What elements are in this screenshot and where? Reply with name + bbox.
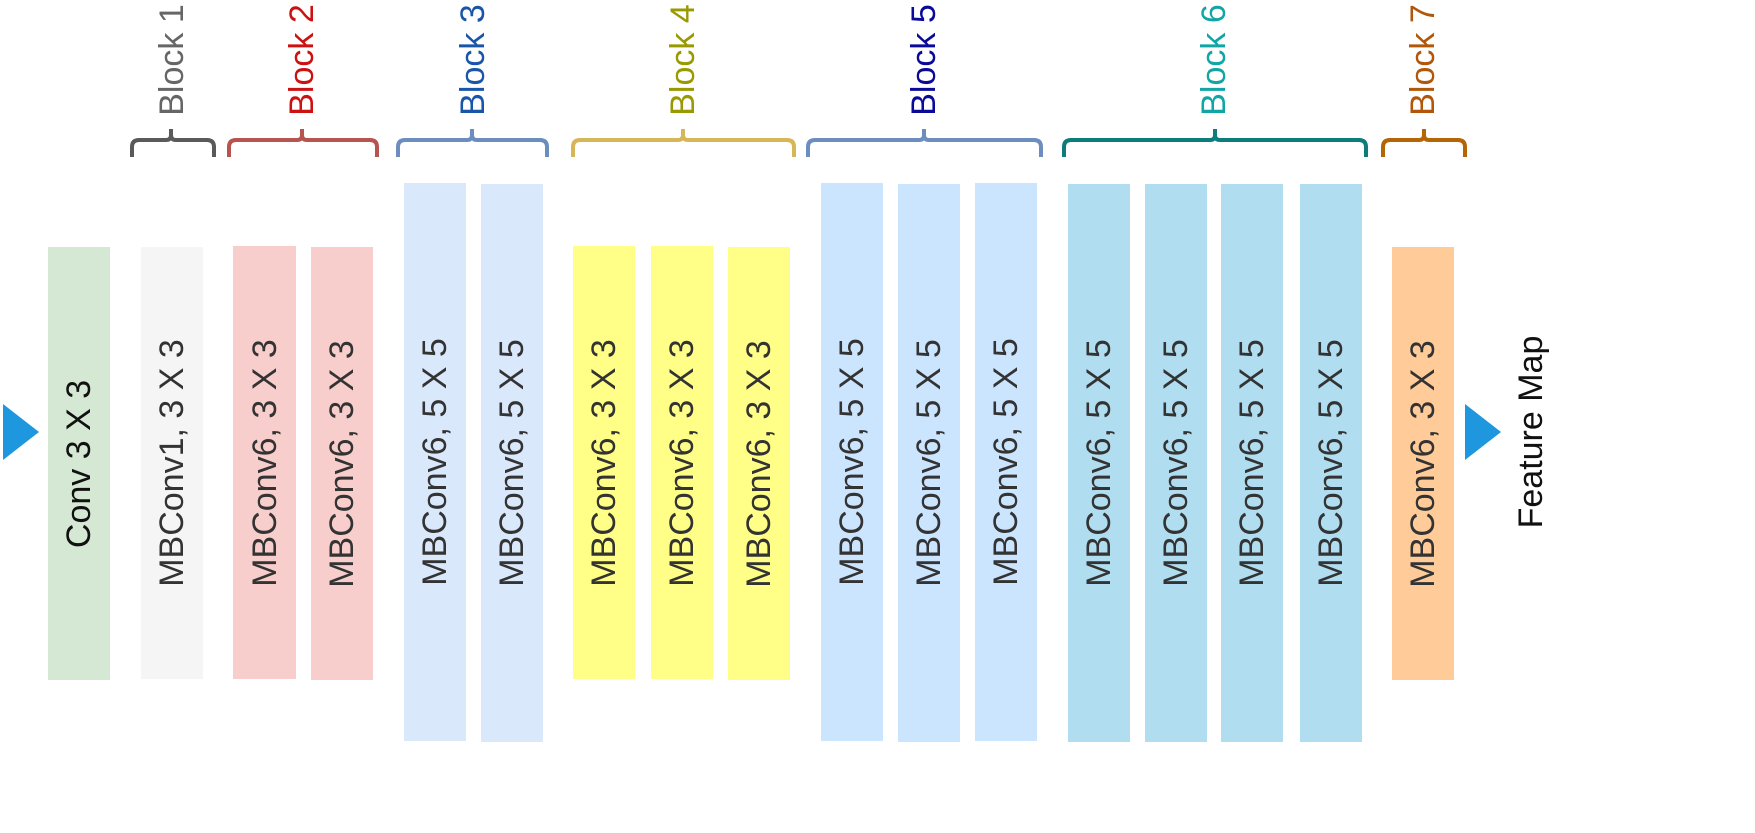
layer-block3-1: MBConv6, 5 X 5 [404,183,466,741]
layer-block5-3: MBConv6, 5 X 5 [975,183,1037,741]
layer-block7-1: MBConv6, 3 X 3 [1392,247,1454,680]
block-2-brace [227,129,379,157]
layer-block6-2: MBConv6, 5 X 5 [1145,184,1207,742]
block-7-label: Block 7 [1404,4,1442,116]
layer-block4-3: MBConv6, 3 X 3 [728,247,790,680]
layer-label: MBConv6, 5 X 5 [1080,339,1118,587]
output-arrow-icon [1465,404,1501,460]
layer-conv-stem: Conv 3 X 3 [48,247,110,680]
layer-block6-4: MBConv6, 5 X 5 [1300,184,1362,742]
layer-block6-1: MBConv6, 5 X 5 [1068,184,1130,742]
block-4-brace [571,129,796,157]
layer-block3-2: MBConv6, 5 X 5 [481,184,543,742]
layer-block4-2: MBConv6, 3 X 3 [651,246,713,679]
layer-block4-1: MBConv6, 3 X 3 [573,246,635,679]
block-6-label: Block 6 [1195,4,1233,116]
input-arrow-icon [3,404,39,460]
block-2-label: Block 2 [283,4,321,116]
layer-label: MBConv6, 5 X 5 [1233,339,1271,587]
block-3-brace [396,129,549,157]
layer-label: Conv 3 X 3 [60,379,98,548]
block-5-brace [806,129,1043,157]
block-5-label: Block 5 [905,4,943,116]
block-1-brace [130,129,216,157]
layer-label: MBConv6, 3 X 3 [585,338,623,587]
layer-block2-1: MBConv6, 3 X 3 [233,246,296,679]
feature-map-label: Feature Map [1512,335,1550,529]
block-7-brace [1381,129,1467,157]
layer-block5-2: MBConv6, 5 X 5 [898,184,960,742]
layer-label: MBConv6, 5 X 5 [1312,339,1350,587]
layer-label: MBConv6, 3 X 3 [663,338,701,587]
layer-label: MBConv6, 5 X 5 [987,338,1025,586]
layer-label: MBConv6, 3 X 3 [245,338,284,587]
block-3-label: Block 3 [454,4,492,116]
layer-label: MBConv6, 3 X 3 [323,339,361,588]
layer-label: MBConv6, 3 X 3 [740,339,778,588]
layer-label: MBConv6, 5 X 5 [910,339,948,587]
layer-block2-2: MBConv6, 3 X 3 [311,247,373,680]
block-1-label: Block 1 [153,4,191,116]
layer-label: MBConv1, 3 X 3 [153,339,191,587]
layer-label: MBConv6, 5 X 5 [416,338,454,586]
block-6-brace [1062,129,1368,157]
layer-label: MBConv6, 5 X 5 [833,338,871,586]
layer-label: MBConv6, 3 X 3 [1404,339,1442,588]
layer-block5-1: MBConv6, 5 X 5 [821,183,883,741]
layer-label: MBConv6, 5 X 5 [493,339,531,587]
layer-block6-3: MBConv6, 5 X 5 [1221,184,1283,742]
block-4-label: Block 4 [664,4,702,116]
layer-block1-1: MBConv1, 3 X 3 [141,247,203,679]
layer-label: MBConv6, 5 X 5 [1157,339,1195,587]
